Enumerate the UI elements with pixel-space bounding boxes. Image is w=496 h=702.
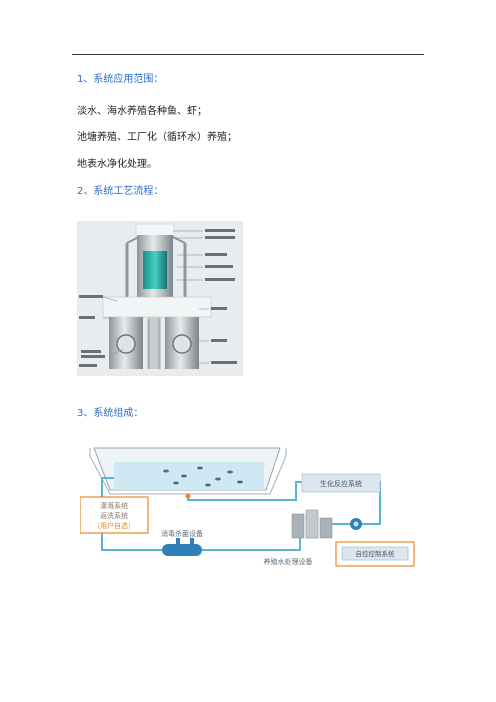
control-system-box	[341, 546, 409, 561]
app-line-2: 池塘养殖、工厂化（循环水）养殖；	[77, 132, 237, 143]
left-porthole	[116, 334, 136, 354]
disinfection-device	[162, 544, 202, 556]
tower-cap	[135, 223, 175, 237]
app-line-3: 地表水净化处理。	[77, 159, 157, 170]
bio-reaction-label: 生化反应系统	[320, 479, 362, 488]
disinfection-label: 消毒杀菌设备	[161, 529, 203, 538]
bio-reaction-box	[301, 473, 381, 493]
recovery-label-2: 返洗系统	[100, 511, 128, 520]
filter-cylinder-3	[319, 517, 333, 539]
reactor-window	[143, 251, 167, 289]
header-rule	[72, 54, 424, 55]
section-1-title: 1、系统应用范围：	[77, 74, 164, 85]
filter-cylinder-2	[305, 509, 319, 539]
section-3-title: 3、系统组成：	[77, 408, 144, 419]
system-composition-diagram: 灌溉系统 返洗系统 （用户自选） 生化反应系统 消毒杀菌设备 养殖水处理设备 自…	[79, 438, 416, 574]
filter-cylinder-1	[291, 513, 305, 539]
control-label: 自控控制系统	[356, 549, 396, 558]
treatment-label: 养殖水处理设备	[264, 557, 313, 566]
pool-water	[114, 462, 264, 490]
right-porthole	[172, 334, 192, 354]
recovery-system-box	[79, 496, 149, 534]
section-2-title: 2、系统工艺流程：	[77, 186, 164, 197]
process-flow-figure	[77, 221, 243, 376]
app-line-1: 淡水、海水养殖各种鱼、虾；	[77, 106, 207, 117]
recovery-label-3: （用户自选）	[93, 521, 135, 530]
platform	[102, 296, 212, 318]
recovery-label-1: 灌溉系统	[100, 501, 128, 510]
